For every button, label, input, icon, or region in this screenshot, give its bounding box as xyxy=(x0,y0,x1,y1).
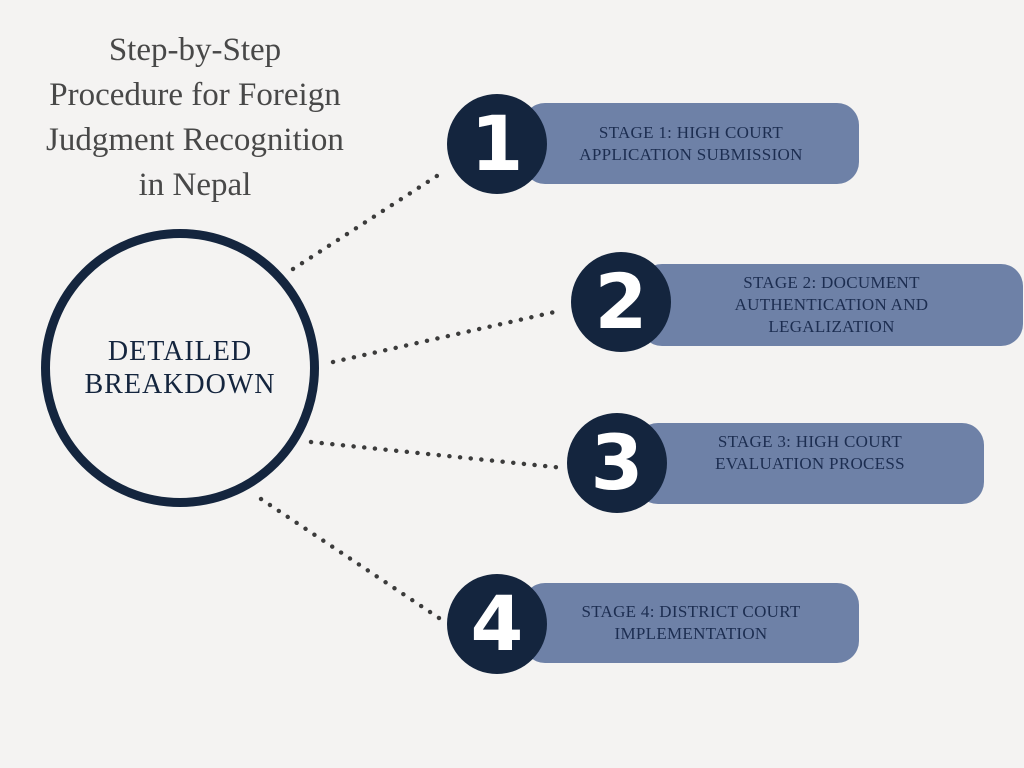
stage-3-number-badge: 3 xyxy=(567,413,667,513)
page-title-line: Judgment Recognition xyxy=(46,122,344,158)
connector-line-stage2 xyxy=(330,308,562,365)
stage-3-number: 3 xyxy=(590,418,644,507)
stage-3-label: STAGE 3: HIGH COURT EVALUATION PROCESS xyxy=(715,432,905,473)
stage-1-number-badge: 1 xyxy=(447,94,547,194)
center-circle-label-line2: BREAKDOWN xyxy=(84,369,276,400)
page-title: Step-by-Step Procedure for Foreign Judgm… xyxy=(0,28,390,208)
page-title-line: Step-by-Step xyxy=(108,32,282,68)
connector-line-stage1 xyxy=(290,169,446,272)
stage-2-label: STAGE 2: DOCUMENT AUTHENTICATION AND LEG… xyxy=(734,273,929,336)
stage-2-number-badge: 2 xyxy=(571,252,671,352)
page-title-line: Procedure for Foreign xyxy=(49,77,341,113)
stage-2-pill: STAGE 2: DOCUMENT AUTHENTICATION AND LEG… xyxy=(640,264,1023,346)
connector-line-stage4 xyxy=(258,496,442,621)
page-title-line: in Nepal xyxy=(138,167,252,203)
stage-1-pill: STAGE 1: HIGH COURT APPLICATION SUBMISSI… xyxy=(523,103,859,184)
detailed-breakdown-circle: DETAILED BREAKDOWN xyxy=(41,229,319,507)
stage-1-number: 1 xyxy=(470,99,524,188)
stage-4-pill: STAGE 4: DISTRICT COURT IMPLEMENTATION xyxy=(523,583,859,663)
stage-1-label: STAGE 1: HIGH COURT APPLICATION SUBMISSI… xyxy=(579,122,803,164)
stage-4-label: STAGE 4: DISTRICT COURT IMPLEMENTATION xyxy=(581,602,801,643)
stage-4-number: 4 xyxy=(470,579,524,668)
stage-3-pill: STAGE 3: HIGH COURT EVALUATION PROCESS xyxy=(636,423,984,504)
connector-line-stage3 xyxy=(308,439,567,471)
stage-2-number: 2 xyxy=(594,257,648,346)
stage-4-number-badge: 4 xyxy=(447,574,547,674)
center-circle-label-line1: DETAILED xyxy=(107,336,253,367)
